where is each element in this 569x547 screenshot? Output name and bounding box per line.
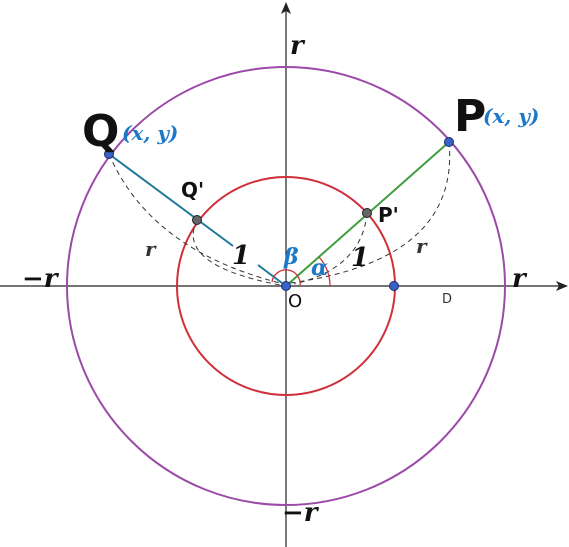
unit-label-Q: 1 [232, 241, 250, 271]
unit-label-P: 1 [351, 243, 369, 273]
axis-label-left: −r [22, 264, 60, 294]
axis-label-right: r [512, 264, 528, 294]
label-origin: O [288, 291, 302, 312]
dashed-arc-P [289, 141, 451, 284]
angle-label-alpha: α [311, 255, 328, 281]
angle-label-beta: β [283, 244, 299, 270]
point-Q-prime-marker [192, 215, 202, 225]
label-Q-prime: Q' [181, 178, 204, 202]
dashed-arc-P-prime [293, 212, 368, 285]
point-P-prime-marker [362, 208, 372, 218]
outer-circle [66, 66, 506, 506]
dashed-arc-Q-prime [192, 219, 281, 286]
angle-arc-alpha [318, 256, 331, 287]
point-Q-marker [104, 149, 114, 159]
label-D: D [442, 292, 452, 307]
label-Q: Q [82, 106, 119, 157]
point-D-marker [389, 281, 399, 291]
label-P-coords: (x, y) [483, 104, 539, 128]
angle-arc-beta [271, 269, 301, 287]
radius-label-P: r [416, 234, 428, 258]
ray-to-Q-inner [257, 264, 283, 284]
radius-label-Q: r [145, 237, 157, 261]
ray-to-Q [108, 153, 234, 247]
dashed-arc-Q [108, 153, 281, 284]
label-P-prime: P' [378, 203, 399, 227]
axis-label-top: r [290, 31, 306, 61]
point-P-marker [444, 137, 454, 147]
axis-label-bottom: −r [282, 498, 320, 528]
label-P: P [454, 91, 486, 142]
origin-marker [281, 281, 291, 291]
label-Q-coords: (x, y) [122, 121, 178, 145]
